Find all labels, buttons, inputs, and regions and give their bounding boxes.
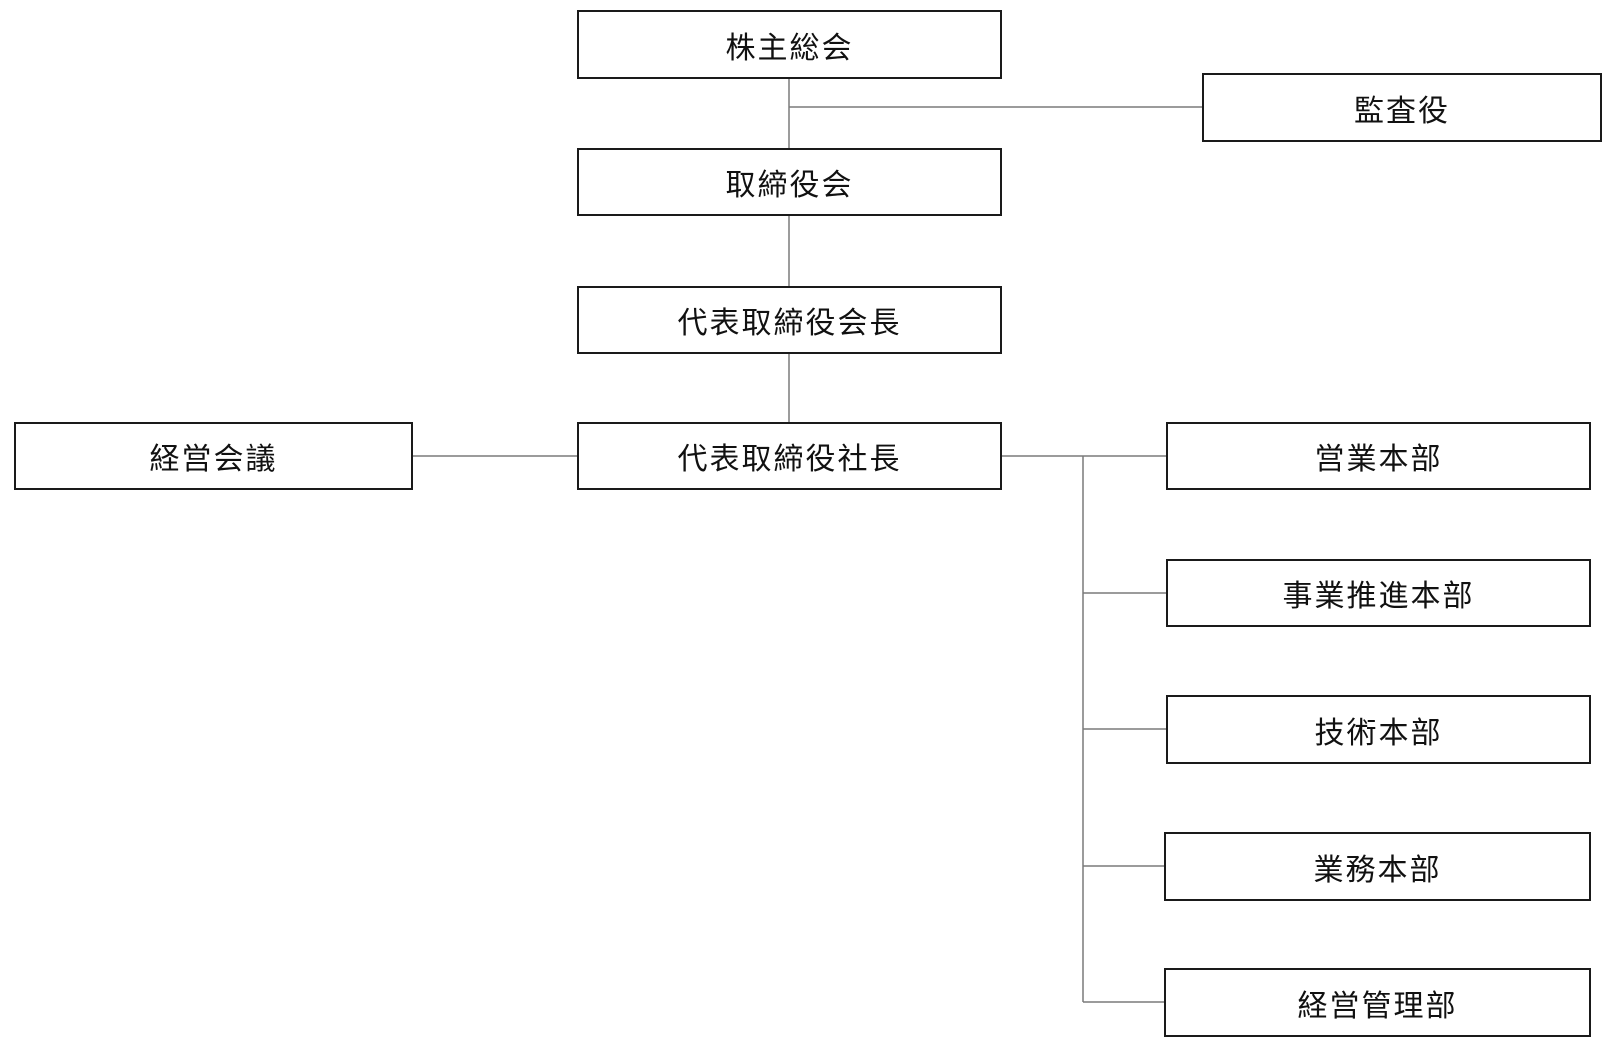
node-operations-division: 業務本部 <box>1164 832 1591 901</box>
node-shareholders-meeting: 株主総会 <box>577 10 1002 79</box>
node-auditor: 監査役 <box>1202 73 1602 142</box>
node-chairman: 代表取締役会長 <box>577 286 1002 354</box>
node-board-of-directors: 取締役会 <box>577 148 1002 216</box>
node-business-promotion-division: 事業推進本部 <box>1166 559 1591 627</box>
node-management-meeting: 経営会議 <box>14 422 413 490</box>
node-president: 代表取締役社長 <box>577 422 1002 490</box>
node-technology-division: 技術本部 <box>1166 695 1591 764</box>
node-management-administration-dept: 経営管理部 <box>1164 968 1591 1037</box>
node-sales-division: 営業本部 <box>1166 422 1591 490</box>
